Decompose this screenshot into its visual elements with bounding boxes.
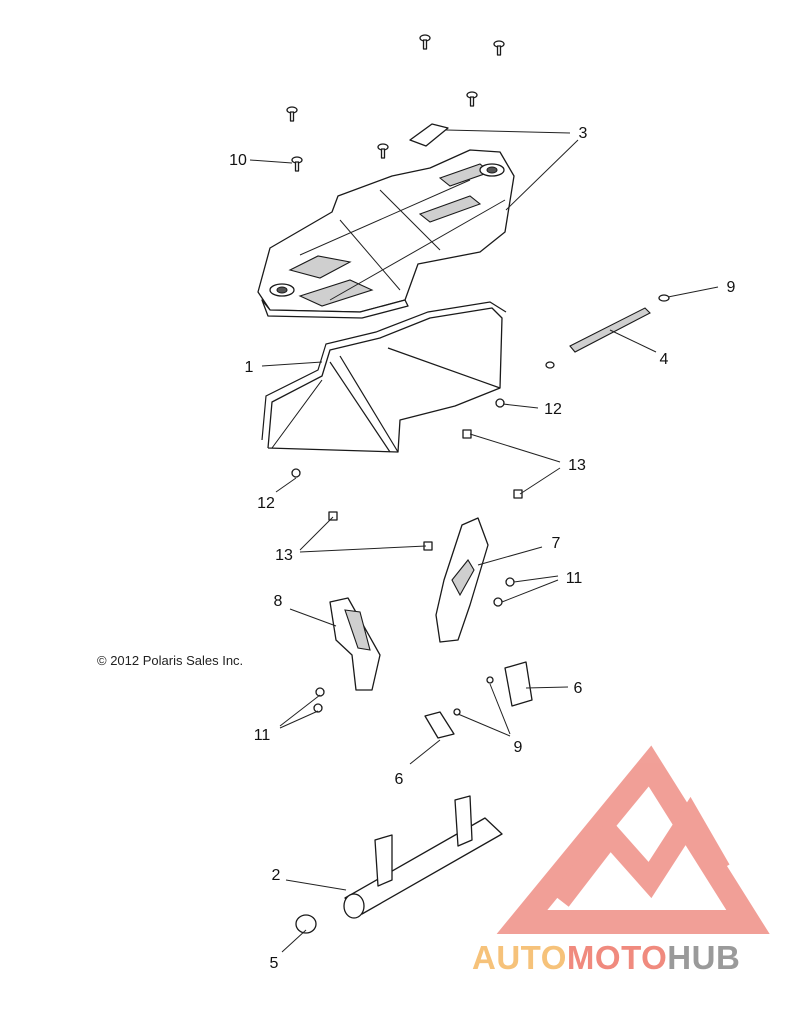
screw-icon <box>291 156 303 172</box>
bracket-7 <box>435 517 489 643</box>
callout-11: 11 <box>566 570 583 587</box>
plug-cap <box>295 914 317 934</box>
watermark-auto: AUTO <box>472 939 567 976</box>
rack-frame <box>261 301 507 453</box>
nut-icon <box>495 398 505 408</box>
screw-icon <box>486 676 494 684</box>
bolt-icon <box>313 703 323 713</box>
clip-icon <box>462 429 472 439</box>
screw-icon <box>419 34 431 50</box>
copyright-notice: © 2012 Polaris Sales Inc. <box>97 653 244 668</box>
callout-4: 4 <box>660 351 669 368</box>
nut-icon <box>291 468 301 478</box>
callout-13: 13 <box>275 547 293 564</box>
cargo-rack <box>257 149 515 319</box>
bracket-8 <box>329 597 381 691</box>
callout-11: 11 <box>254 727 271 744</box>
automotohub-logo <box>496 745 770 934</box>
screw-icon <box>493 40 505 56</box>
callout-6: 6 <box>574 680 583 697</box>
callout-8: 8 <box>274 593 283 610</box>
bolt-icon <box>315 687 325 697</box>
guard-6-right <box>504 661 533 707</box>
callout-6: 6 <box>395 771 404 788</box>
screw-icon <box>286 106 298 122</box>
callout-5: 5 <box>270 955 279 972</box>
callout-13: 13 <box>568 457 586 474</box>
callout-labels: 3 10 9 4 1 12 13 12 13 7 11 8 6 11 9 6 2… <box>229 125 735 972</box>
screw-icon <box>466 91 478 107</box>
clip-icon <box>513 489 523 499</box>
callout-7: 7 <box>552 535 561 552</box>
screw-icon <box>377 143 389 159</box>
screw-10-group <box>286 34 505 172</box>
callout-3: 3 <box>579 125 588 142</box>
screw-icon <box>658 294 670 302</box>
callout-10: 10 <box>229 152 247 169</box>
watermark-text: AUTOMOTOHUB <box>472 939 740 976</box>
callout-9: 9 <box>727 279 736 296</box>
rack-pad <box>409 123 449 147</box>
callout-2: 2 <box>272 867 281 884</box>
callout-1: 1 <box>245 359 254 376</box>
bolt-icon <box>493 597 503 607</box>
callout-12: 12 <box>257 495 275 512</box>
watermark-hub: HUB <box>667 939 740 976</box>
leader-lines <box>249 129 719 953</box>
callout-12: 12 <box>544 401 562 418</box>
bolt-icon <box>505 577 515 587</box>
clip-icon <box>328 511 338 521</box>
watermark-moto: MOTO <box>567 939 667 976</box>
screw-icon <box>453 708 461 716</box>
guard-6-left <box>424 711 455 739</box>
screw-icon <box>545 361 555 369</box>
callout-9: 9 <box>514 739 523 756</box>
hitch-tube <box>343 795 503 919</box>
